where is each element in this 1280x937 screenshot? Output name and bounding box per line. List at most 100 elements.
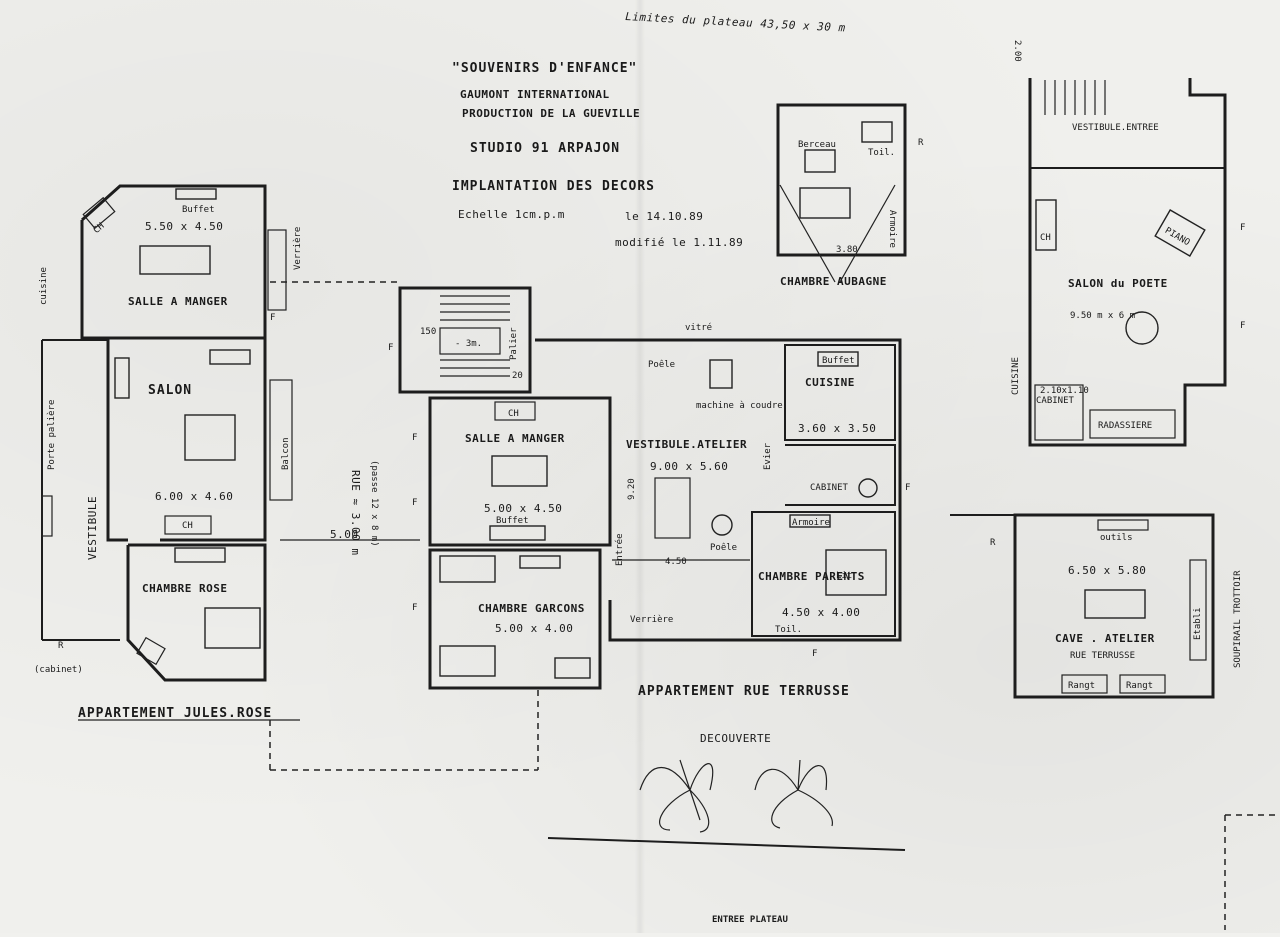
buffet-label: Buffet (182, 205, 215, 215)
bed (204, 607, 261, 649)
verriere-terrusse-label: Verrière (630, 614, 673, 625)
workbench (1084, 589, 1146, 619)
salon-du-poete: VESTIBULE.ENTREE 2.00 CH PIANO SALON du … (1011, 40, 1227, 447)
etabli-label: Etabli (1193, 607, 1203, 640)
cave-sub: RUE TERRUSSE (1070, 651, 1135, 661)
dim-450: 4.50 (665, 557, 687, 567)
vitre-label: vitré (685, 322, 712, 333)
palier-label: Palier (509, 327, 519, 360)
f-marker: F (812, 649, 817, 659)
f-marker: F (905, 483, 910, 493)
plant-sketch-1 (639, 759, 714, 833)
passe-label: (passe 12 x 8 m) (369, 460, 379, 547)
company: GAUMONT INTERNATIONAL (460, 88, 610, 101)
chambre-garcons-label: CHAMBRE GARCONS (478, 602, 585, 615)
f-marker: F (1240, 321, 1245, 331)
cuisine-terrusse-label: CUISINE (805, 376, 855, 389)
vestibule-dim: 9.00 x 5.60 (650, 460, 728, 473)
dining-table (139, 245, 211, 275)
cuisine-poete-label: CUISINE (1011, 357, 1021, 395)
piano (1154, 209, 1206, 257)
entry-label: Entrée (614, 533, 625, 566)
r-aubagne: R (918, 138, 924, 148)
jules-rose-title: APPARTEMENT JULES.ROSE (78, 706, 272, 721)
dim-920: 9.20 (627, 478, 637, 500)
poele-2-label: Poêle (710, 542, 737, 553)
balcon-label: Balcon (281, 437, 291, 470)
salle-terrusse-dim: 5.00 x 4.50 (484, 502, 562, 515)
appartement-rue-terrusse: - 3m. 150 20 Palier vitré CH SALLE A MAN… (398, 286, 902, 699)
cave-dim: 6.50 x 5.80 (1068, 564, 1146, 577)
salon-table (184, 414, 236, 461)
dim-200: 2.00 (1012, 40, 1022, 62)
aubagne-bed (799, 187, 851, 219)
toil-aubagne: Toil. (868, 148, 895, 158)
salon-poete-label: SALON du POETE (1068, 277, 1168, 290)
cave-atelier: R outils 6.50 x 5.80 CAVE . ATELIER RUE … (950, 513, 1243, 699)
round-table (1125, 311, 1159, 345)
soupirail-label: SOUPIRAIL TROTTOIR (1233, 570, 1243, 668)
poele-label: Poêle (648, 359, 675, 370)
verriere-label: Verrière (292, 227, 303, 270)
cabinet-terrusse-label: CABINET (810, 483, 849, 493)
vestibule-atelier-label: VESTIBULE.ATELIER (626, 438, 747, 451)
salle-dim: 5.50 x 4.50 (145, 220, 223, 233)
chambre-aubagne: Berceau Toil. R Armoire 3.80 CHAMBRE AUB… (776, 103, 924, 288)
vestibule-entree-label: VESTIBULE.ENTREE (1072, 123, 1159, 133)
salle-manger-terrusse-label: SALLE A MANGER (465, 432, 565, 445)
plant-sketch-2 (754, 759, 833, 829)
salon-dim: 6.00 x 4.60 (155, 490, 233, 503)
rue-label: RUE ≈ 3.00 m (349, 470, 362, 555)
fireplace (82, 196, 116, 230)
aubagne-dim: 3.80 (836, 245, 858, 255)
r-label: R (58, 641, 64, 651)
salle-manger-label: SALLE A MANGER (128, 295, 228, 308)
title-block: Limites du plateau 43,50 x 30 m "SOUVENI… (452, 10, 846, 249)
rang-2: Rangt (1126, 681, 1153, 691)
stairs-150: 150 (420, 327, 436, 337)
buffet-furniture (175, 188, 217, 200)
salon-label: SALON (148, 383, 192, 398)
rue-section: RUE ≈ 3.00 m (passe 12 x 8 m) 5.00 (269, 281, 539, 771)
ch-label-2: CH (182, 521, 193, 531)
f-marker: F (412, 433, 417, 443)
studio: STUDIO 91 ARPAJON (470, 141, 620, 156)
armoire-aubagne: Armoire (887, 210, 897, 248)
berceau-label: Berceau (798, 140, 836, 150)
ch-poete: CH (1040, 233, 1051, 243)
stairs-20: 20 (512, 371, 523, 381)
porte-palier-label: Porte palière (46, 400, 57, 470)
f-marker: F (388, 343, 393, 353)
modified-date: modifié le 1.11.89 (615, 236, 743, 249)
date: le 14.10.89 (625, 210, 703, 223)
f-marker: F (270, 313, 275, 323)
subject: IMPLANTATION DES DECORS (452, 179, 655, 194)
evier-label: Evier (763, 442, 773, 470)
parents-bed (825, 549, 887, 596)
dining-table-terrusse (491, 455, 548, 487)
buffet-terrusse-label: Buffet (496, 516, 529, 526)
lit-label: Lit (836, 571, 852, 581)
parents-dim: 4.50 x 4.00 (782, 606, 860, 619)
chambre-parents-label: CHAMBRE PARENTS (758, 570, 865, 583)
rue-terrusse-title: APPARTEMENT RUE TERRUSSE (638, 684, 850, 699)
scale: Echelle 1cm.p.m (458, 208, 565, 221)
stairs-label: - 3m. (455, 339, 482, 349)
decouverte: DECOUVERTE (547, 732, 906, 851)
cuisine-label: cuisine (39, 267, 49, 305)
cabinet-poete-label: CABINET (1036, 396, 1075, 406)
aubagne-title: CHAMBRE AUBAGNE (780, 275, 887, 288)
cabinet-dim: 2.10x1.10 (1040, 386, 1089, 396)
f-marker: F (412, 498, 417, 508)
film-title: "SOUVENIRS D'ENFANCE" (452, 61, 637, 76)
toil-terrusse: Toil. (775, 625, 802, 635)
armoire-label: Armoire (792, 518, 830, 528)
cave-atelier-title: CAVE . ATELIER (1055, 632, 1155, 645)
decouverte-label: DECOUVERTE (700, 732, 771, 745)
entree-plateau-label: ENTREE PLATEAU (712, 915, 788, 925)
cuisine-dim: 3.60 x 3.50 (798, 422, 876, 435)
radassiere-label: RADASSIERE (1098, 421, 1152, 431)
cabinet-label: (cabinet) (34, 665, 83, 675)
